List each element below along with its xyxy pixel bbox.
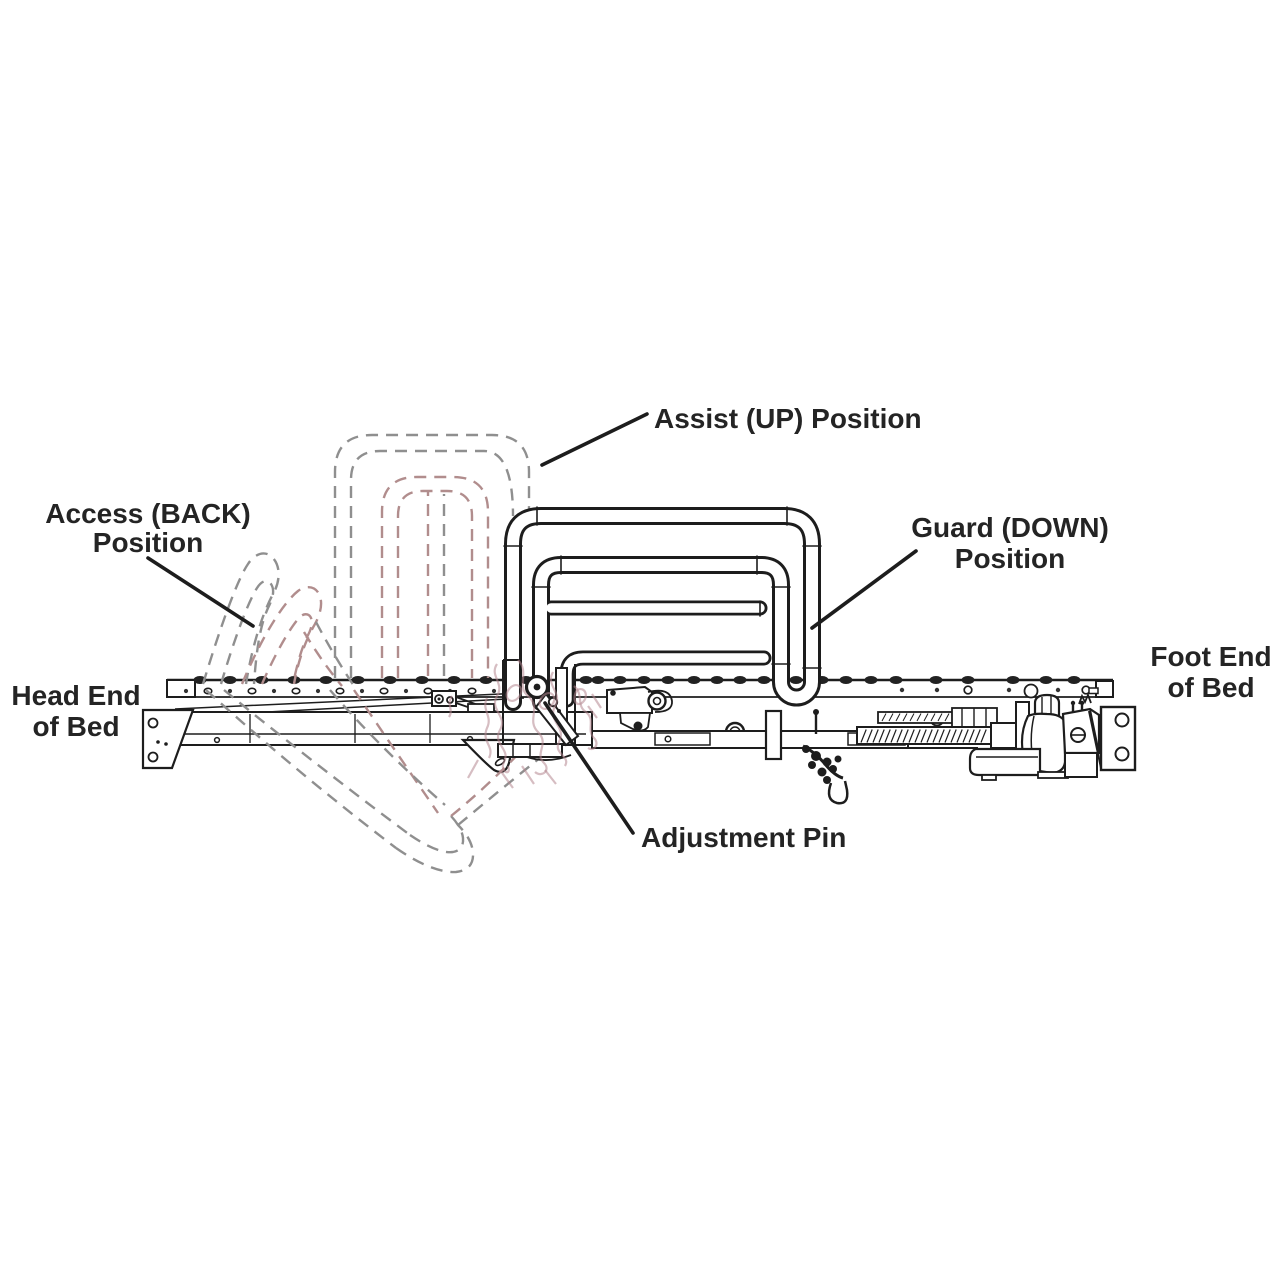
head-bracket [141,708,195,770]
label-head-end: Head End of Bed [6,680,146,742]
assist-leader-line [540,412,649,467]
guard-rail-back-dashed [201,552,542,874]
access-leader-line [146,556,255,628]
label-head-line2: of Bed [32,711,120,742]
label-guard-line2: Position [954,543,1066,574]
chain-hook [827,780,849,805]
label-adjustment-pin: Adjustment Pin [641,822,847,853]
label-access-line2: Position [92,527,204,558]
guard-rail-up-dashed [333,433,531,678]
chain-pull [802,744,849,805]
rail-holes [183,683,1099,699]
rod-hatching [860,708,987,743]
frame-post [764,709,783,761]
label-guard-down-position: Guard (DOWN) Position [897,512,1123,574]
label-head-line1: Head End [11,680,141,711]
label-access-back-position: Access (BACK) Position [42,499,254,557]
label-foot-line1: Foot End [1150,641,1272,672]
guard-leader-line [810,549,918,630]
foot-bracket [1099,705,1137,772]
latch-bracket [606,685,673,732]
annotation-scribbles [448,659,602,789]
label-foot-line2: of Bed [1167,672,1255,703]
label-guard-line1: Guard (DOWN) [911,512,1109,543]
motor-assembly [968,693,1102,781]
bed-frame [141,676,1137,805]
tube-seam-marks [503,506,822,669]
label-access-line1: Access (BACK) [45,498,251,529]
adjustment-leader-line [543,701,635,835]
leader-lines [146,412,918,835]
actuator-rods [856,701,1030,753]
label-assist-up-position: Assist (UP) Position [654,403,922,434]
label-foot-end: Foot End of Bed [1143,641,1279,703]
rail-left-end-block [166,679,196,698]
